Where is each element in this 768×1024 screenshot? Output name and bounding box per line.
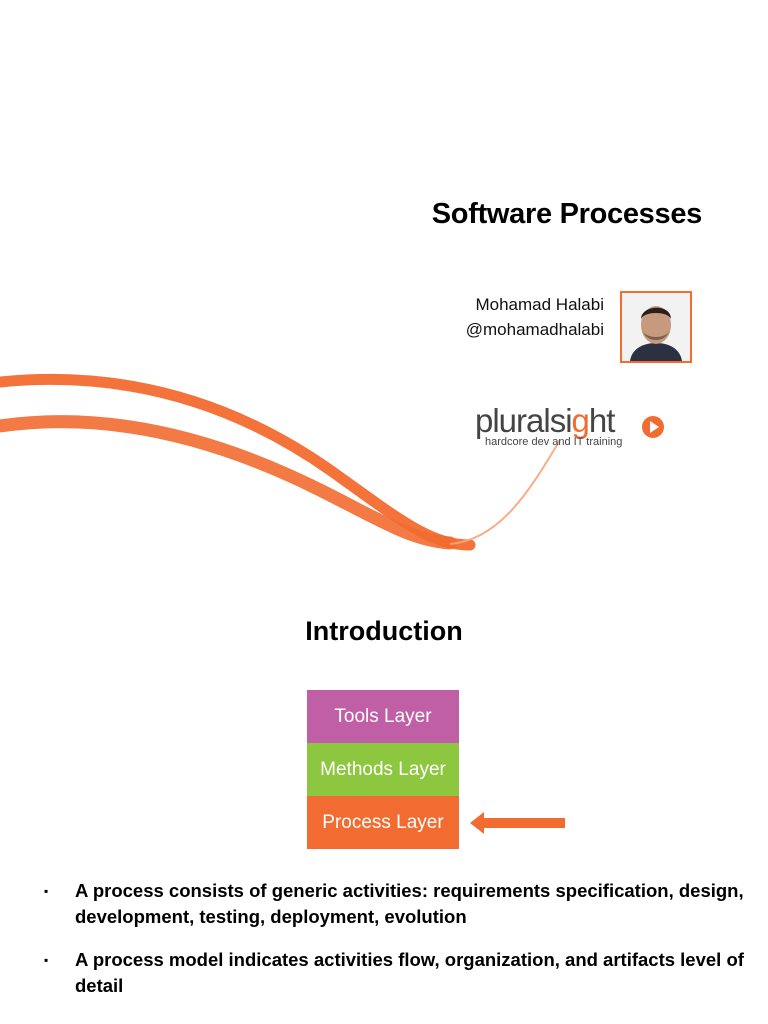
- logo-wordmark: pluralsight: [475, 402, 615, 439]
- title-slide: Software Processes Mohamad Halabi @moham…: [0, 198, 703, 551]
- methods-layer-box: Methods Layer: [307, 743, 459, 796]
- play-icon: [642, 416, 664, 438]
- bullet-item: ▪ A process model indicates activities f…: [44, 947, 744, 999]
- left-arrow-icon: [470, 812, 565, 834]
- author-photo: [620, 291, 692, 363]
- bullet-marker-icon: ▪: [44, 953, 49, 967]
- bullet-text: A process consists of generic activities…: [75, 880, 744, 927]
- process-layer-box: Process Layer: [307, 796, 459, 849]
- slide-title: Software Processes: [431, 198, 703, 230]
- pluralsight-logo: pluralsight hardcore dev and IT training: [475, 402, 664, 448]
- brand-swoosh-graphic: [0, 373, 561, 551]
- author-handle: @mohamadhalabi: [465, 320, 604, 339]
- bullet-item: ▪ A process consists of generic activiti…: [44, 878, 744, 930]
- bullet-marker-icon: ▪: [44, 884, 49, 898]
- person-avatar-icon: [622, 293, 690, 361]
- introduction-slide: Introduction Tools Layer Methods Layer P…: [0, 576, 768, 1024]
- author-name: Mohamad Halabi: [475, 295, 604, 314]
- tools-layer-box: Tools Layer: [307, 690, 459, 743]
- bullet-list: ▪ A process consists of generic activiti…: [44, 878, 744, 1016]
- slide-heading: Introduction: [305, 616, 463, 646]
- logo-tagline: hardcore dev and IT training: [485, 436, 623, 448]
- bullet-text: A process model indicates activities flo…: [75, 949, 744, 996]
